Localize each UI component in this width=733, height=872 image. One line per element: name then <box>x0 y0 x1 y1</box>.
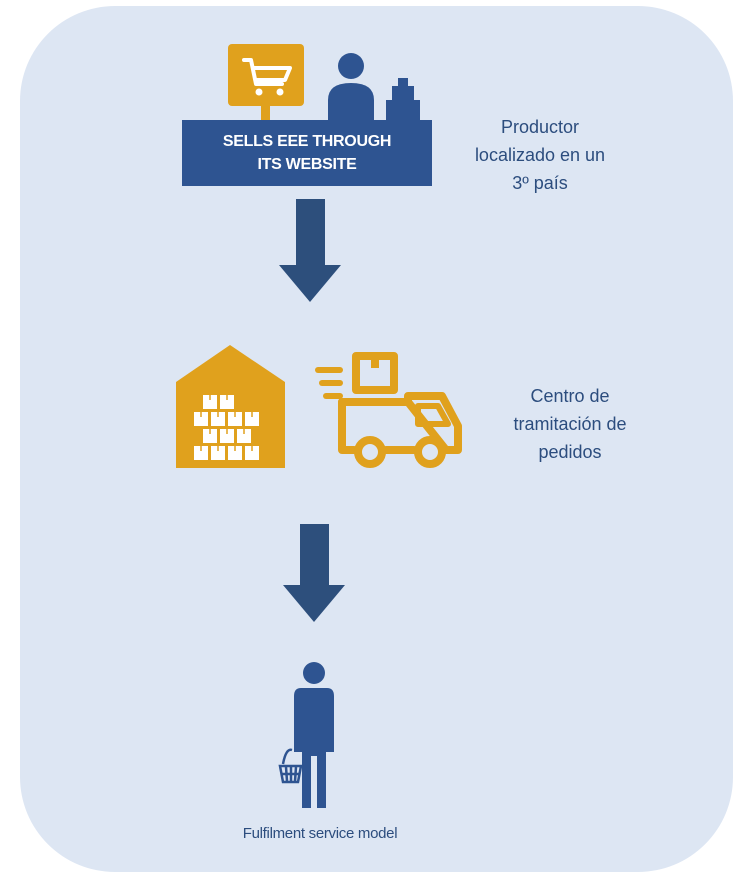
label-line: Productor <box>500 117 580 137</box>
cashier-person-icon <box>328 53 374 120</box>
warehouse-icon <box>176 345 285 468</box>
arrow-down-icon <box>279 199 341 302</box>
label-line: tramitación de <box>513 414 627 434</box>
sells-through-website-banner: SELLS EEE THROUGH ITS WEBSITE <box>182 120 432 186</box>
label-line: Fulfilment service model <box>242 825 398 842</box>
shopping-cart-monitor-icon <box>228 44 304 120</box>
label-line: 3º país <box>512 173 568 193</box>
warehouse-box-ties <box>200 395 253 451</box>
warehouse-boxes <box>194 395 259 460</box>
arrow-down-icon <box>283 524 345 622</box>
label-line: localizado en un <box>474 145 606 165</box>
banner-line: ITS WEBSITE <box>257 156 357 173</box>
fulfilment-model-label: Fulfilment service model <box>170 824 470 844</box>
order-processing-center-label: Centro de tramitación de pedidos <box>490 382 650 466</box>
customer-with-basket-icon <box>278 662 334 808</box>
cash-register-icon <box>386 78 420 120</box>
basket-icon <box>278 748 303 784</box>
producer-location-label: Productor localizado en un 3º país <box>470 113 610 197</box>
delivery-truck-icon <box>315 352 462 468</box>
banner-line: SELLS EEE THROUGH <box>222 133 392 150</box>
label-line: pedidos <box>538 442 602 462</box>
label-line: Centro de <box>530 386 610 406</box>
